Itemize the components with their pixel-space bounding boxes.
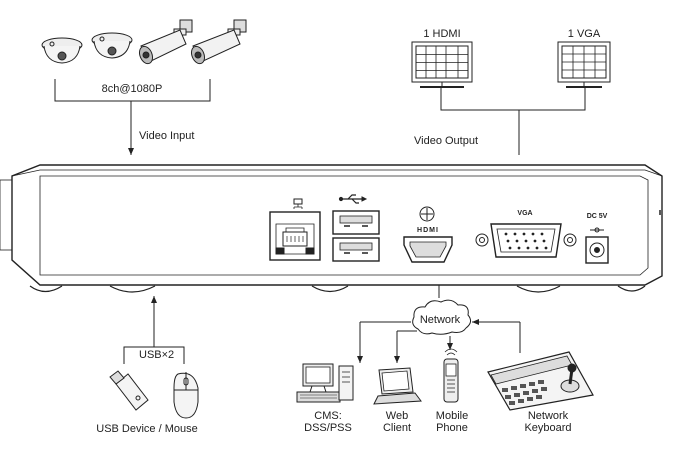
network-icon — [293, 198, 303, 209]
hdmi-monitor-label: 1 HDMI — [423, 28, 461, 40]
mobile-phone-label: Mobile Phone — [427, 410, 477, 434]
video-output-label: Video Output — [414, 135, 479, 147]
hdmi-port-label: HDMI — [417, 227, 439, 234]
video-input-label: Video Input — [139, 130, 195, 142]
vga-monitor-icon — [557, 41, 611, 88]
network-label: Network — [419, 314, 461, 326]
hdmi-monitor-icon — [411, 41, 473, 88]
vga-port[interactable] — [475, 223, 577, 258]
network-keyboard-label-line1: Network — [527, 410, 569, 422]
web-client-label: Web Client — [372, 410, 422, 434]
desktop-pc-icon — [296, 363, 354, 403]
cms-client-label-line2: DSS/PSS — [304, 422, 352, 434]
usb-icon — [338, 194, 368, 204]
usb-device-label: USB Device / Mouse — [96, 423, 198, 435]
vga-port-label: VGA — [517, 210, 533, 217]
bullet-camera-icon — [190, 19, 247, 65]
mobile-phone-label-line1: Mobile — [435, 410, 469, 422]
mobile-phone-icon — [443, 348, 459, 403]
network-port[interactable] — [269, 211, 321, 261]
ground-screw — [419, 206, 435, 222]
nvr-rear-panel — [0, 164, 663, 293]
vga-monitor-label: 1 VGA — [567, 28, 601, 40]
cms-client-label: CMS: DSS/PSS — [300, 410, 356, 434]
usb-drive-icon — [109, 370, 149, 411]
web-client-label-line2: Client — [382, 422, 412, 434]
network-cloud — [412, 299, 472, 335]
mouse-icon — [173, 372, 199, 419]
camera-resolution-label: 8ch@1080P — [101, 83, 163, 95]
web-client-label-line1: Web — [385, 410, 409, 422]
dc-power-label: DC 5V — [586, 213, 608, 220]
hdmi-port[interactable] — [403, 236, 453, 263]
laptop-icon — [373, 367, 422, 405]
network-keyboard-icon — [487, 351, 594, 411]
bullet-camera-icon — [138, 19, 193, 65]
mobile-phone-label-line2: Phone — [436, 422, 468, 434]
usb-port-1[interactable] — [332, 210, 380, 235]
network-keyboard-label: Network Keyboard — [515, 410, 581, 434]
network-keyboard-label-line2: Keyboard — [524, 422, 572, 434]
usb-count-label: USB×2 — [139, 349, 175, 361]
dome-camera-icon — [41, 37, 83, 64]
usb-port-2[interactable] — [332, 237, 380, 262]
dome-camera-icon — [91, 32, 133, 59]
cms-client-label-line1: CMS: — [314, 410, 342, 422]
dc-power-jack[interactable] — [585, 227, 609, 264]
